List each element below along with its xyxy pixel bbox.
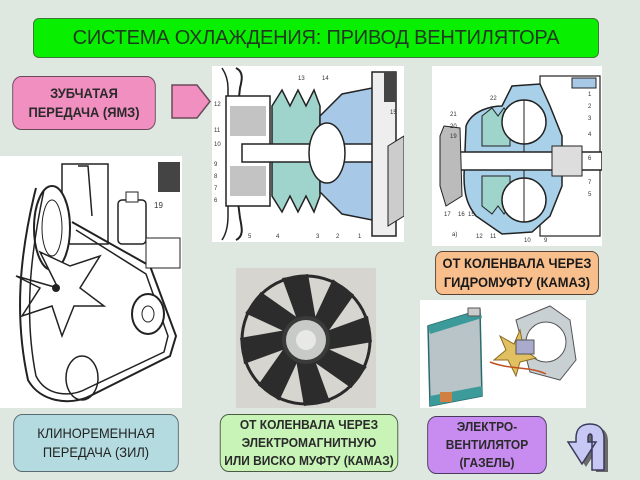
label-line: КЛИНОРЕМЕННАЯ [37,425,155,441]
zil-engine-v-belt-image: 19 [15,162,181,403]
label-line: (ГАЗЕЛЬ) [459,455,515,470]
svg-text:4: 4 [276,234,280,240]
svg-text:9: 9 [214,162,218,168]
label-gear-drive: ЗУБЧАТАЯ ПЕРЕДАЧА (ЯМЗ) [12,76,156,130]
label-line: ОТ КОЛЕНВАЛА ЧЕРЕЗ [239,417,379,432]
radiator-electric-fan-photo [420,300,586,408]
svg-text:19: 19 [154,201,163,210]
label-line: ИЛИ ВИСКО МУФТУ (КАМАЗ) [224,453,394,468]
svg-text:13: 13 [298,76,305,82]
visco-fan-image [236,268,376,408]
svg-text:1: 1 [358,234,362,240]
svg-text:2: 2 [336,234,340,240]
svg-text:10: 10 [214,142,221,148]
svg-text:6: 6 [588,156,592,162]
label-line: ЭЛЕКТРО- [456,419,518,434]
svg-text:7: 7 [588,180,592,186]
label-hydro-coupling: ОТ КОЛЕНВАЛА ЧЕРЕЗ ГИДРОМУФТУ (КАМАЗ) [435,251,599,295]
water-pump-section-image: 12 11 10 9 8 7 6 5 4 3 2 1 13 14 15 [214,67,404,241]
svg-text:12: 12 [476,234,483,240]
svg-text:22: 22 [490,96,497,102]
label-line: ПЕРЕДАЧА (ЗИЛ) [42,444,150,460]
svg-text:20: 20 [450,124,457,130]
svg-text:1: 1 [588,92,592,98]
label-line: ВЕНТИЛЯТОР [445,437,529,452]
svg-text:7: 7 [214,186,218,192]
svg-text:10: 10 [524,238,531,244]
svg-text:11: 11 [490,234,497,240]
svg-text:9: 9 [544,238,548,244]
svg-text:4: 4 [588,132,592,138]
svg-text:21: 21 [450,112,457,118]
svg-text:15: 15 [390,110,397,116]
svg-text:3: 3 [316,234,320,240]
svg-text:11: 11 [214,128,221,134]
zil-engine-drawing: 19 [0,156,182,408]
svg-text:14: 14 [322,76,329,82]
label-line: ПЕРЕДАЧА (ЯМЗ) [28,104,140,120]
water-pump-drawing: 12 11 10 9 8 7 6 5 4 3 2 1 13 14 15 [212,66,404,242]
svg-text:17: 17 [444,212,451,218]
visco-fan-photo [236,268,376,408]
label-line: ЭЛЕКТРОМАГНИТНУЮ [241,435,377,450]
radiator-fan-image [420,300,586,408]
return-arrow-icon [566,423,608,473]
arrow-right-icon [171,84,211,119]
svg-text:3: 3 [588,116,592,122]
label-line: ЗУБЧАТАЯ [50,85,118,101]
svg-text:5: 5 [588,192,592,198]
label-electromagnetic-coupling: ОТ КОЛЕНВАЛА ЧЕРЕЗ ЭЛЕКТРОМАГНИТНУЮ ИЛИ … [219,414,399,472]
label-line: ГИДРОМУФТУ (КАМАЗ) [443,274,591,290]
label-electric-fan: ЭЛЕКТРО- ВЕНТИЛЯТОР (ГАЗЕЛЬ) [427,416,547,474]
svg-text:15: 15 [468,212,475,218]
svg-text:8: 8 [214,174,218,180]
svg-text:5: 5 [248,234,252,240]
label-line: ОТ КОЛЕНВАЛА ЧЕРЕЗ [442,255,592,271]
slide-title: СИСТЕМА ОХЛАЖДЕНИЯ: ПРИВОД ВЕНТИЛЯТОРА [33,18,599,58]
svg-text:6: 6 [214,198,218,204]
svg-text:16: 16 [458,212,465,218]
label-v-belt: КЛИНОРЕМЕННАЯ ПЕРЕДАЧА (ЗИЛ) [13,414,179,472]
return-button[interactable] [562,420,618,473]
svg-text:а): а) [452,232,457,238]
svg-text:19: 19 [450,134,457,140]
svg-text:2: 2 [588,104,592,110]
svg-text:12: 12 [214,102,221,108]
